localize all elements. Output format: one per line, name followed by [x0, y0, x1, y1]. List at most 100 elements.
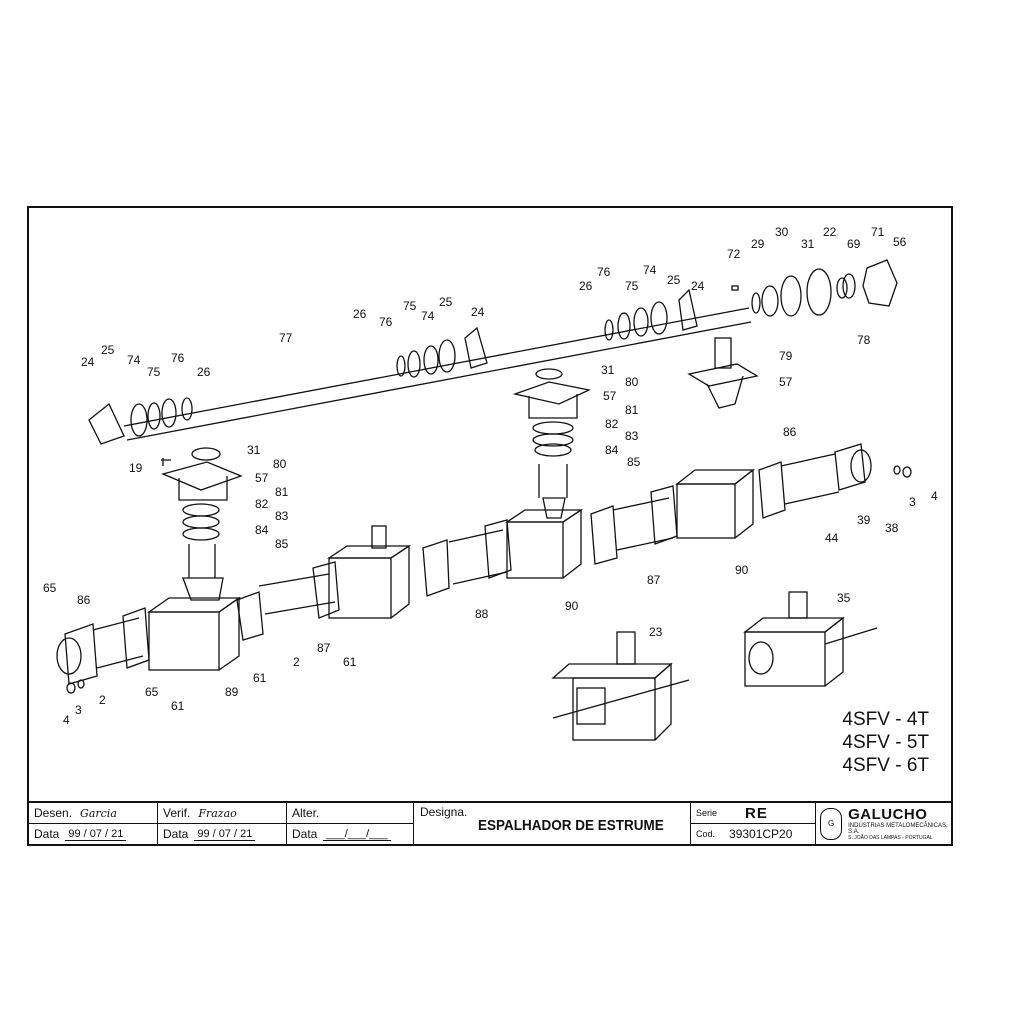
- part-label: 75: [147, 365, 161, 379]
- company-name: GALUCHO: [848, 806, 928, 823]
- part-label: 22: [823, 225, 837, 239]
- part-label: 2: [293, 655, 300, 669]
- part-label: 4: [931, 489, 938, 503]
- part-label: 56: [893, 235, 907, 249]
- part-label: 25: [439, 295, 453, 309]
- part-label: 80: [625, 375, 639, 389]
- part-label: 90: [735, 563, 749, 577]
- part-label: 82: [255, 497, 269, 511]
- part-label: 76: [171, 351, 185, 365]
- gear-24-right: [678, 288, 698, 331]
- part-label: 57: [779, 375, 793, 389]
- part-label: 79: [779, 349, 793, 363]
- part-label: 25: [101, 343, 115, 357]
- part-label: 83: [625, 429, 639, 443]
- part-label: 31: [601, 363, 615, 377]
- part-label: 65: [145, 685, 159, 699]
- part-label: 71: [871, 225, 885, 239]
- gearbox-35: [743, 591, 878, 687]
- part-label: 3: [75, 703, 82, 717]
- model-line: 4SFV - 5T: [842, 732, 929, 753]
- part-label: 29: [751, 237, 765, 251]
- part-label: 88: [475, 607, 489, 621]
- part-label: 31: [247, 443, 261, 457]
- part-label: 75: [403, 299, 417, 313]
- designa-label: Designa.: [420, 805, 468, 819]
- part-label: 26: [579, 279, 593, 293]
- part-label: 81: [275, 485, 289, 499]
- part-label: 57: [255, 471, 269, 485]
- company-logo-icon: G: [820, 807, 843, 840]
- tube-86-left: [56, 607, 150, 694]
- exploded-parts-drawing: 24 25 74 76 75 26 77 26 76 75 74 25 24 2…: [43, 225, 938, 741]
- part-label: 72: [727, 247, 741, 261]
- part-label: 25: [667, 273, 681, 287]
- part-label: 26: [197, 365, 211, 379]
- part-label: 87: [317, 641, 331, 655]
- desen-signature: Garcia: [80, 806, 117, 820]
- part-label: 76: [379, 315, 393, 329]
- gear-24-left: [88, 402, 125, 445]
- cod-label: Cod.: [696, 829, 716, 839]
- serie-column: Serie RE Cod. 39301CP20: [691, 803, 816, 844]
- part-label: 30: [775, 225, 789, 239]
- verif-column: Verif. Frazao Data 99 / 07 / 21: [158, 803, 287, 844]
- model-line: 4SFV - 6T: [842, 755, 929, 776]
- part-label: 85: [627, 455, 641, 469]
- model-line: 4SFV - 4T: [842, 709, 929, 730]
- flange-80-mid: [512, 381, 592, 405]
- data-label: Data: [163, 827, 189, 841]
- tube-87-mid: [590, 485, 678, 565]
- tube-87-left: [236, 561, 340, 641]
- desen-date: 99 / 07 / 21: [65, 828, 127, 841]
- part-label: 80: [273, 457, 287, 471]
- gearbox-90-right: [675, 468, 755, 539]
- part-label: 74: [127, 353, 141, 367]
- data-label: Data: [34, 827, 60, 841]
- part-label: 35: [837, 591, 851, 605]
- drawing-sheet: 24 25 74 76 75 26 77 26 76 75 74 25 24 2…: [27, 206, 953, 846]
- part-label: 23: [649, 625, 663, 639]
- alter-date: ___/___/___: [323, 828, 391, 841]
- part-label: 74: [421, 309, 435, 323]
- part-label: 89: [225, 685, 239, 699]
- part-label: 81: [625, 403, 639, 417]
- part-label: 75: [625, 279, 639, 293]
- alter-label: Alter.: [292, 806, 320, 820]
- designation-column: Designa. ESPALHADOR DE ESTRUME: [414, 803, 691, 844]
- part-label: 61: [253, 671, 267, 685]
- verif-date: 99 / 07 / 21: [194, 828, 256, 841]
- part-label: 90: [565, 599, 579, 613]
- gearbox-89: [146, 596, 242, 671]
- part-label: 84: [605, 443, 619, 457]
- cod-value: 39301CP20: [729, 827, 793, 841]
- part-label: 85: [275, 537, 289, 551]
- gearbox-left-mid: [326, 525, 412, 619]
- designa-value: ESPALHADOR DE ESTRUME: [478, 817, 664, 834]
- part-label: 83: [275, 509, 289, 523]
- part-label: 61: [171, 699, 185, 713]
- model-list: 4SFV - 4T 4SFV - 5T 4SFV - 6T: [842, 708, 929, 777]
- part-label: 24: [691, 279, 705, 293]
- tube-86-right: [758, 443, 912, 519]
- part-label: 24: [81, 355, 95, 369]
- part-label: 86: [783, 425, 797, 439]
- part-label: 2: [99, 693, 106, 707]
- part-label: 65: [43, 581, 57, 595]
- data-label: Data: [292, 827, 318, 841]
- gear-24-mid: [464, 326, 488, 369]
- gearbox-23: [551, 631, 690, 741]
- part-label: 24: [471, 305, 485, 319]
- part-label: 87: [647, 573, 661, 587]
- serie-value: RE: [745, 804, 768, 822]
- bolt-19: [161, 458, 171, 466]
- tube-88: [422, 519, 512, 597]
- part-label: 4: [63, 713, 70, 727]
- part-label: 44: [825, 531, 839, 545]
- part-label: 26: [353, 307, 367, 321]
- desen-label: Desen.: [34, 806, 73, 820]
- part-label: 61: [343, 655, 357, 669]
- bearing-25-left: [130, 403, 148, 437]
- part-label: 3: [909, 495, 916, 509]
- alter-column: Alter. Data ___/___/___: [287, 803, 414, 844]
